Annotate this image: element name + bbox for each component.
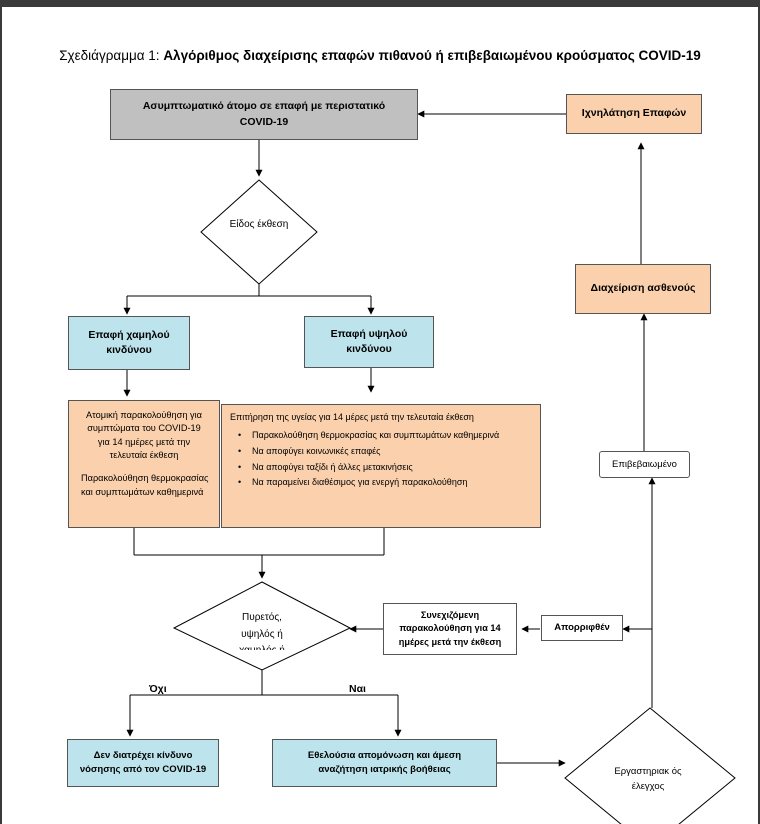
high-risk-node: Επαφή υψηλού κινδύνου bbox=[304, 316, 434, 368]
continued-monitoring-node: Συνεχιζόμενη παρακολούθηση για 14 ημέρες… bbox=[383, 603, 517, 655]
window-top-border bbox=[0, 0, 760, 7]
lab-test-label: Εργαστηριακ ός έλεγχος bbox=[614, 766, 682, 793]
high-risk-bullet: Να αποφύγει κοινωνικές επαφές bbox=[238, 444, 499, 460]
low-risk-label: Επαφή χαμηλού κινδύνου bbox=[88, 328, 170, 356]
high-risk-action-node: Επιτήρηση της υγείας για 14 μέρες μετά τ… bbox=[221, 404, 541, 528]
edge-label-yes: Ναι bbox=[349, 683, 366, 695]
confirmed-label: Επιβεβαιωμένο bbox=[612, 458, 677, 470]
rejected-node: Απορριφθέν bbox=[541, 615, 623, 641]
rejected-label: Απορριφθέν bbox=[554, 622, 610, 634]
no-risk-label: Δεν διατρέχει κίνδυνο νόσησης από τον CO… bbox=[79, 750, 207, 775]
exposure-type-label: Είδος έκθεση bbox=[229, 219, 289, 230]
high-risk-bullet: Να αποφύγει ταξίδι ή άλλες μετακινήσεις bbox=[238, 460, 499, 476]
lab-test-diamond bbox=[564, 707, 736, 824]
fever-check-label: Πυρετός, υψηλός ή χαμηλός ή bbox=[239, 612, 285, 650]
diagram-title: Σχεδιάγραμμα 1: Αλγόριθμος διαχείρισης ε… bbox=[0, 48, 760, 63]
high-risk-action-list: Παρακολούθηση θερμοκρασίας και συμπτωμάτ… bbox=[230, 428, 499, 491]
start-node-label: Ασυμπτωματικό άτομο σε επαφή με περιστατ… bbox=[142, 100, 386, 128]
diagram-title-prefix: Σχεδιάγραμμα 1: bbox=[59, 48, 164, 63]
high-risk-bullet: Να παραμείνει διαθέσιμος για ενεργή παρα… bbox=[238, 475, 499, 491]
contact-tracing-label: Ιχνηλάτηση Επαφών bbox=[581, 107, 687, 120]
exposure-type-diamond bbox=[200, 179, 318, 285]
low-risk-action-line1: Ατομική παρακολούθηση για συμπτώματα του… bbox=[86, 410, 202, 461]
contact-tracing-node: Ιχνηλάτηση Επαφών bbox=[566, 94, 702, 134]
diagram-title-main: Αλγόριθμος διαχείρισης επαφών πιθανού ή … bbox=[163, 48, 701, 63]
fever-check-diamond bbox=[172, 581, 352, 671]
low-risk-action-node: Ατομική παρακολούθηση για συμπτώματα του… bbox=[68, 400, 220, 528]
low-risk-node: Επαφή χαμηλού κινδύνου bbox=[68, 316, 190, 370]
edge-label-no: Όχι bbox=[149, 683, 167, 695]
continued-monitoring-label: Συνεχιζόμενη παρακολούθηση για 14 ημέρες… bbox=[398, 609, 502, 647]
patient-management-node: Διαχείριση ασθενούς bbox=[575, 264, 711, 314]
low-risk-action-line2: Παρακολούθηση θερμοκρασίας και συμπτωμάτ… bbox=[81, 473, 209, 497]
window-left-border bbox=[0, 0, 2, 824]
confirmed-node: Επιβεβαιωμένο bbox=[599, 451, 690, 478]
isolation-label: Εθελούσια απομόνωση και άμεση αναζήτηση … bbox=[307, 750, 462, 775]
start-node: Ασυμπτωματικό άτομο σε επαφή με περιστατ… bbox=[110, 89, 418, 140]
high-risk-action-heading: Επιτήρηση της υγείας για 14 μέρες μετά τ… bbox=[230, 412, 474, 422]
no-risk-node: Δεν διατρέχει κίνδυνο νόσησης από τον CO… bbox=[67, 739, 219, 787]
high-risk-label: Επαφή υψηλού κινδύνου bbox=[330, 327, 408, 355]
patient-management-label: Διαχείριση ασθενούς bbox=[590, 282, 696, 295]
window-right-border bbox=[758, 0, 760, 824]
isolation-node: Εθελούσια απομόνωση και άμεση αναζήτηση … bbox=[272, 739, 497, 787]
high-risk-bullet: Παρακολούθηση θερμοκρασίας και συμπτωμάτ… bbox=[238, 428, 499, 444]
